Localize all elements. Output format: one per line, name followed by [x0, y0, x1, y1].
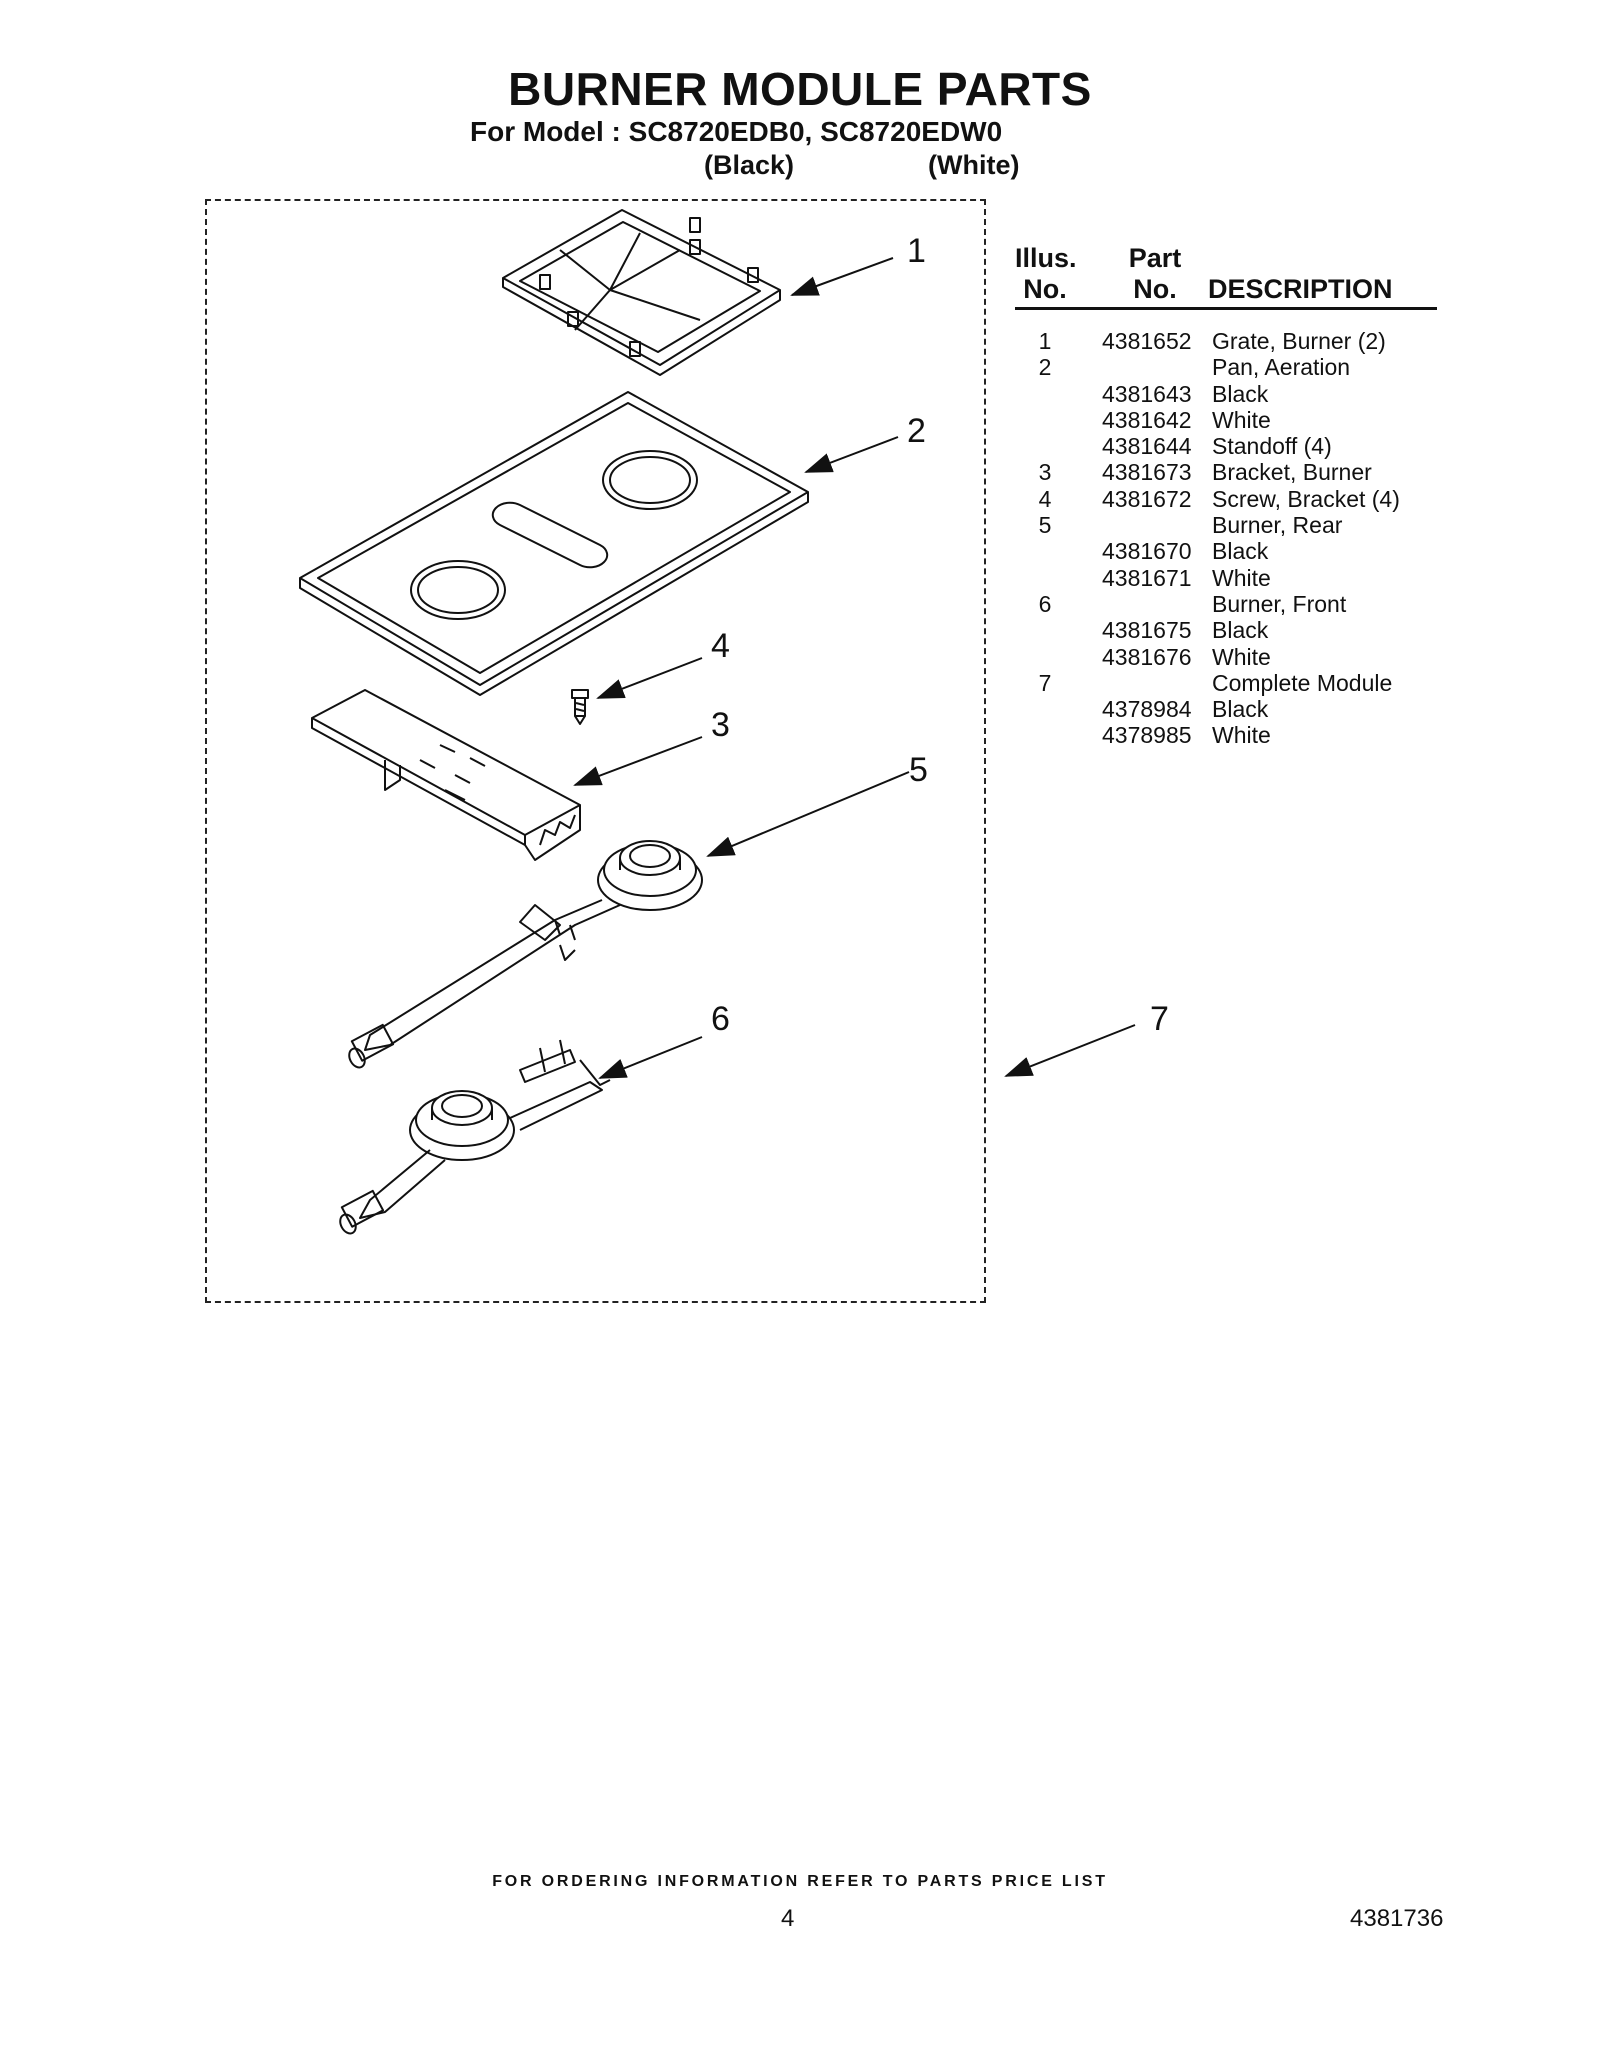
ref-label-2: 2 [907, 412, 926, 450]
part-no-cell: 4381671 [1102, 564, 1192, 591]
ref-label-4: 4 [711, 627, 730, 665]
description-cell: White [1212, 406, 1271, 433]
table-row: 4381642 White [1015, 407, 1455, 433]
table-row: 4381675 Black [1015, 617, 1455, 643]
part-no-cell: 4381642 [1102, 406, 1192, 433]
page-number: 4 [781, 1905, 795, 1932]
table-row: 4381670 Black [1015, 538, 1455, 564]
part-no-cell: 4381675 [1102, 617, 1192, 644]
part-no-cell: 4381652 [1102, 328, 1192, 354]
illus-no-cell: 2 [1038, 354, 1052, 381]
illus-no-cell: 1 [1038, 328, 1052, 354]
illus-no-cell: 6 [1038, 590, 1052, 617]
ref-label-7: 7 [1150, 1000, 1169, 1038]
part-no-cell: 4378984 [1102, 696, 1192, 723]
part-no-cell: 4381670 [1102, 538, 1192, 565]
document-number: 4381736 [1350, 1905, 1444, 1932]
variant-black-label: (Black) [704, 150, 795, 180]
part-no-cell: 4381672 [1102, 485, 1192, 512]
table-row: 7 Complete Module [1015, 670, 1455, 696]
description-cell: White [1212, 564, 1271, 591]
table-row: 4381644 Standoff (4) [1015, 433, 1455, 459]
description-cell: Grate, Burner (2) [1212, 328, 1386, 354]
table-row: 4 4381672 Screw, Bracket (4) [1015, 486, 1455, 512]
description-cell: Complete Module [1212, 669, 1393, 696]
table-row: 3 4381673 Bracket, Burner [1015, 459, 1455, 485]
description-header: DESCRIPTION [1208, 274, 1393, 304]
illus-no-header: Illus. No. [1015, 243, 1077, 304]
description-cell: Screw, Bracket (4) [1212, 485, 1400, 512]
description-cell: Black [1212, 617, 1269, 644]
model-subtitle: For Model : SC8720EDB0, SC8720EDW0 [470, 116, 1003, 147]
part-no-cell: 4381643 [1102, 380, 1192, 407]
table-row: 4381676 White [1015, 644, 1455, 670]
aeration-pan-illustration [299, 391, 809, 696]
variant-white-label: (White) [928, 150, 1020, 180]
description-cell: Black [1212, 696, 1269, 723]
part-no-cell: 4381644 [1102, 433, 1192, 460]
description-cell: White [1212, 643, 1271, 670]
illus-no-cell: 3 [1038, 459, 1052, 486]
illus-no-cell: 5 [1038, 512, 1052, 539]
table-row: 5 Burner, Rear [1015, 512, 1455, 538]
table-row: 4378985 White [1015, 722, 1455, 748]
description-cell: Black [1212, 380, 1269, 407]
table-row: 4378984 Black [1015, 696, 1455, 722]
part-no-cell: 4378985 [1102, 722, 1192, 749]
bracket-screw-illustration [571, 689, 589, 725]
description-cell: Burner, Rear [1212, 512, 1343, 539]
module-boundary-box [205, 199, 986, 1303]
rear-burner-illustration [348, 840, 703, 1069]
part-no-header: Part No. [1128, 243, 1182, 304]
ref-label-1: 1 [907, 232, 926, 270]
description-cell: White [1212, 722, 1271, 749]
ordering-note: FOR ORDERING INFORMATION REFER TO PARTS … [492, 1873, 1108, 1890]
description-cell: Standoff (4) [1212, 433, 1332, 460]
ref-label-3: 3 [711, 706, 730, 744]
table-row: 2 Pan, Aeration [1015, 354, 1455, 380]
burner-grate-illustration [502, 209, 781, 376]
table-row: 4381671 White [1015, 565, 1455, 591]
part-no-cell: 4381673 [1102, 459, 1192, 486]
table-row: 1 4381652 Grate, Burner (2) [1015, 328, 1455, 354]
description-cell: Burner, Front [1212, 590, 1347, 617]
description-cell: Black [1212, 538, 1269, 565]
front-burner-illustration [339, 1039, 611, 1235]
table-row: 4381643 Black [1015, 381, 1455, 407]
illus-no-cell: 4 [1038, 485, 1052, 512]
illus-no-cell: 7 [1038, 669, 1052, 696]
description-cell: Bracket, Burner [1212, 459, 1372, 486]
parts-table-header: Illus. No. Part No. DESCRIPTION [1015, 243, 1437, 310]
ref-label-6: 6 [711, 1000, 730, 1038]
part-no-cell: 4381676 [1102, 643, 1192, 670]
table-row: 6 Burner, Front [1015, 591, 1455, 617]
page-title: BURNER MODULE PARTS [508, 63, 1092, 115]
ref-label-5: 5 [909, 751, 928, 789]
burner-bracket-illustration [311, 689, 581, 861]
description-cell: Pan, Aeration [1212, 354, 1351, 381]
